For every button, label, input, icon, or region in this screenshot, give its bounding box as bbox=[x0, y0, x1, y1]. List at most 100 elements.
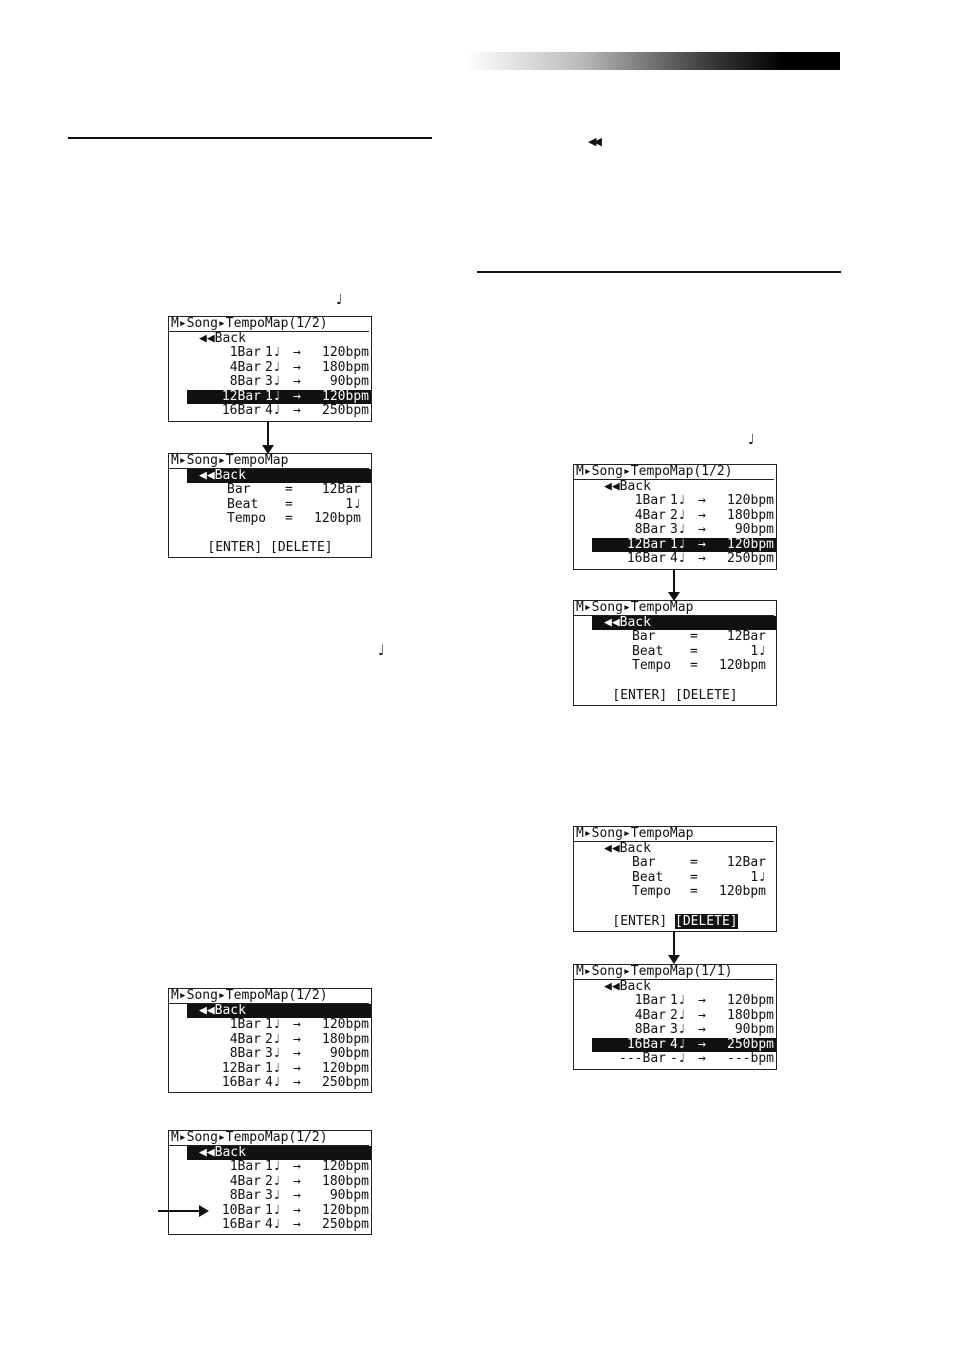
equals-sign: = bbox=[285, 512, 293, 527]
back-row: ◀◀Back bbox=[574, 842, 776, 856]
tempo-value: 90bpm bbox=[734, 1023, 774, 1038]
bar-value: 16Bar bbox=[626, 551, 666, 566]
arrow-glyph: → bbox=[698, 508, 706, 523]
beat-value: 4♩ bbox=[265, 403, 281, 418]
beat-value: 3♩ bbox=[265, 1047, 281, 1062]
arrow-glyph: → bbox=[293, 1217, 301, 1232]
tempo-value: 250bpm bbox=[322, 403, 369, 418]
bar-value: 12Bar bbox=[626, 537, 666, 552]
beat-value: 2♩ bbox=[265, 1032, 281, 1047]
bar-value: 4Bar bbox=[229, 1174, 261, 1189]
beat-value: 4♩ bbox=[265, 1217, 281, 1232]
beat-value: 1♩ bbox=[670, 994, 686, 1009]
beat-field: Beat=1♩ bbox=[574, 645, 776, 659]
tempo-value: 180bpm bbox=[322, 1174, 369, 1189]
flow-arrow-down bbox=[262, 422, 274, 454]
back-label: ◀◀Back bbox=[604, 616, 651, 630]
tempo-value: 90bpm bbox=[329, 375, 369, 390]
arrow-glyph: → bbox=[293, 403, 301, 418]
equals-sign: = bbox=[690, 856, 698, 871]
tempo-value: 120bpm bbox=[727, 994, 774, 1009]
tempo-field: Tempo=120bpm bbox=[574, 885, 776, 899]
beat-value: 1♩ bbox=[670, 494, 686, 509]
lcd-title: M▸Song▸TempoMap(1/2) bbox=[169, 1131, 369, 1146]
bar-value: 1Bar bbox=[634, 494, 666, 509]
arrow-glyph: → bbox=[293, 1061, 301, 1076]
section-rule-right bbox=[477, 271, 841, 273]
bar-value: 4Bar bbox=[634, 508, 666, 523]
tempo-value: 120bpm bbox=[322, 1061, 369, 1076]
bar-value: 10Bar bbox=[221, 1203, 261, 1218]
beat-value: 3♩ bbox=[265, 1189, 281, 1204]
beat-value: 1♩ bbox=[265, 1160, 281, 1175]
beat-value: 1♩ bbox=[750, 644, 766, 659]
tempo-label: Tempo bbox=[227, 512, 267, 527]
bar-value: 1Bar bbox=[229, 1160, 261, 1175]
tempo-value: 120bpm bbox=[727, 537, 774, 552]
arrow-glyph: → bbox=[293, 1160, 301, 1175]
tempo-value: 180bpm bbox=[727, 508, 774, 523]
beat-value: 2♩ bbox=[265, 1174, 281, 1189]
quarter-note-icon: ♩ bbox=[336, 292, 343, 308]
bar-value: 12Bar bbox=[726, 856, 766, 871]
softkey-row: [ENTER] [DELETE] bbox=[574, 914, 776, 929]
beat-value: 2♩ bbox=[670, 1008, 686, 1023]
back-row: ◀◀Back bbox=[574, 480, 776, 494]
bar-value: 16Bar bbox=[221, 1075, 261, 1090]
bar-value: 8Bar bbox=[229, 1189, 261, 1204]
beat-field: Beat=1♩ bbox=[169, 498, 371, 512]
tempo-value: 180bpm bbox=[727, 1008, 774, 1023]
section-rule-left bbox=[68, 137, 432, 139]
beat-value: 4♩ bbox=[670, 551, 686, 566]
beat-value: 3♩ bbox=[265, 375, 281, 390]
bar-value: 12Bar bbox=[221, 1061, 261, 1076]
back-label: ◀◀Back bbox=[199, 1146, 246, 1160]
bar-field: Bar=12Bar bbox=[169, 483, 371, 497]
arrow-glyph: → bbox=[293, 1018, 301, 1033]
lcd-title: M▸Song▸TempoMap bbox=[574, 827, 774, 842]
beat-value: 1♩ bbox=[265, 1203, 281, 1218]
back-row: ◀◀Back bbox=[592, 616, 776, 631]
beat-value: -♩ bbox=[670, 1051, 686, 1066]
arrow-glyph: → bbox=[698, 994, 706, 1009]
tempo-value: 120bpm bbox=[727, 494, 774, 509]
bar-field: Bar=12Bar bbox=[574, 856, 776, 870]
enter-softkey: [ENTER] bbox=[612, 914, 668, 929]
tempo-value: 180bpm bbox=[322, 1032, 369, 1047]
equals-sign: = bbox=[690, 870, 698, 885]
beat-value: 1♩ bbox=[265, 389, 281, 404]
arrow-glyph: → bbox=[293, 1047, 301, 1062]
tempo-value: 180bpm bbox=[322, 360, 369, 375]
delete-softkey: [DELETE] bbox=[675, 688, 738, 703]
pointer-arrow-right bbox=[158, 1205, 209, 1217]
tempo-value: 250bpm bbox=[322, 1217, 369, 1232]
lcd-title: M▸Song▸TempoMap(1/1) bbox=[574, 965, 774, 980]
back-label: ◀◀Back bbox=[199, 469, 246, 483]
equals-sign: = bbox=[690, 885, 698, 900]
enter-softkey: [ENTER] bbox=[612, 688, 668, 703]
delete-softkey: [DELETE] bbox=[270, 540, 333, 555]
tempo-value: 120bpm bbox=[314, 512, 361, 527]
beat-label: Beat bbox=[632, 870, 664, 885]
bar-value: 8Bar bbox=[634, 1023, 666, 1038]
equals-sign: = bbox=[690, 644, 698, 659]
